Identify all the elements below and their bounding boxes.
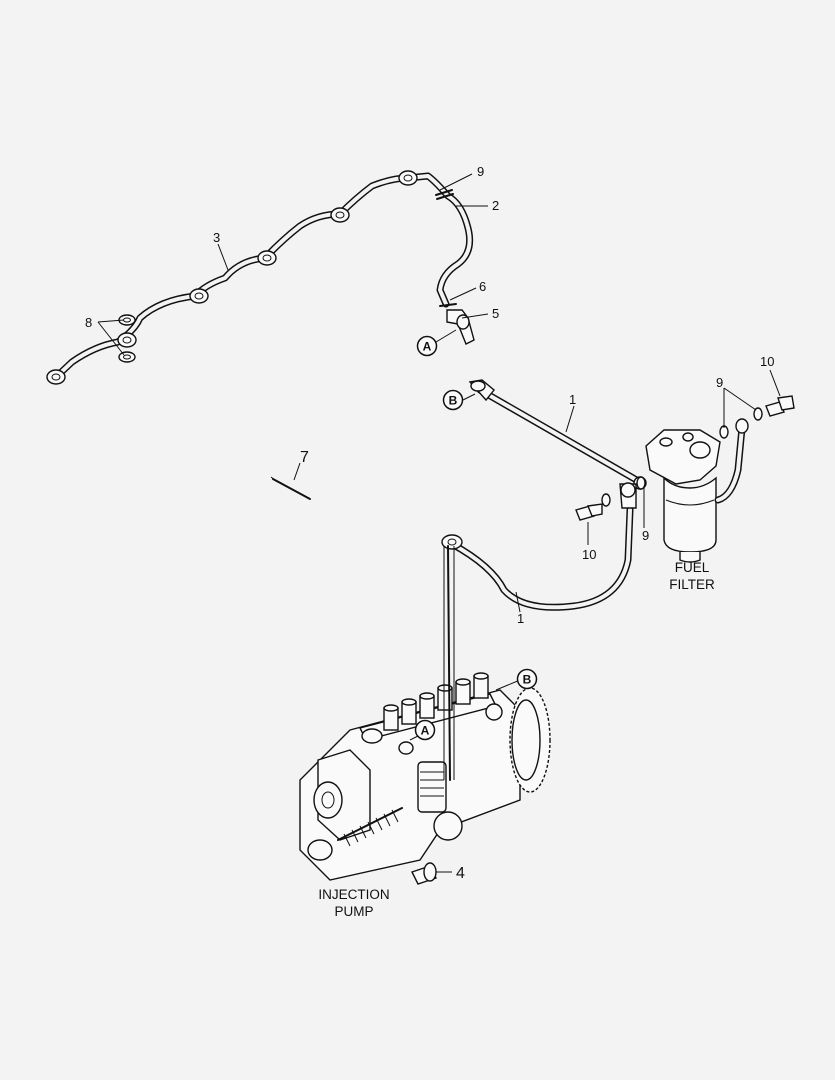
- clip-tie: [270, 476, 311, 500]
- part-number-6: 6: [479, 279, 486, 294]
- banjo-eye: [189, 288, 209, 304]
- feed-pump: [417, 761, 463, 841]
- fuel-line-right: [714, 418, 749, 504]
- part-number-2: 2: [492, 198, 499, 213]
- feed-pipe-riser: [447, 545, 451, 781]
- callout-a-top: A: [416, 335, 438, 357]
- part-number-9-right: 9: [716, 375, 723, 390]
- leader-lines: [97, 173, 781, 873]
- callout-b-top-letter: B: [449, 394, 458, 408]
- part-number-1-lower: 1: [517, 611, 524, 626]
- part-number-10-left: 10: [582, 547, 596, 562]
- part-number-10-right: 10: [760, 354, 774, 369]
- part-number-3: 3: [213, 230, 220, 245]
- hose-clamp: [439, 303, 457, 307]
- callout-b-pump-letter: B: [523, 673, 532, 687]
- sealing-washer: [118, 351, 136, 363]
- callout-a-pump-letter: A: [421, 724, 430, 738]
- fuel-filter-label-line2: FILTER: [669, 577, 715, 592]
- part-number-1-upper: 1: [569, 392, 576, 407]
- part-number-9-top: 9: [477, 164, 484, 179]
- banjo-eye: [398, 170, 418, 186]
- injection-pump-label-line2: PUMP: [334, 904, 373, 919]
- delivery-valve: [473, 672, 489, 699]
- governor-housing: [307, 749, 371, 861]
- banjo-eye: [117, 332, 137, 348]
- delivery-valve: [419, 692, 435, 719]
- washer-pair-middle: [601, 476, 646, 507]
- hose-clamp: [435, 189, 454, 200]
- callout-b-pump: B: [516, 668, 538, 690]
- part-number-9-middle: 9: [642, 528, 649, 543]
- delivery-valve: [455, 678, 471, 705]
- leak-off-pipe: [46, 170, 475, 385]
- injection-pump: [299, 545, 551, 881]
- callout-b-top: B: [442, 389, 464, 411]
- fuel-filter: [645, 429, 721, 563]
- banjo-eye: [257, 250, 277, 266]
- part-number-5: 5: [492, 306, 499, 321]
- delivery-valve: [401, 698, 417, 725]
- callout-a-pump: A: [414, 719, 436, 741]
- injection-pump-label-line1: INJECTION: [318, 887, 389, 902]
- control-rod: [337, 807, 403, 841]
- fuel-filter-label-line1: FUEL: [675, 560, 710, 575]
- part-number-8: 8: [85, 315, 92, 330]
- callout-a-top-letter: A: [423, 340, 432, 354]
- banjo-bolt-left: [575, 503, 603, 521]
- connector-fitting: [446, 309, 475, 345]
- fuel-line-upper: [468, 379, 647, 490]
- delivery-valve: [383, 704, 399, 731]
- washer-pair-right: [719, 407, 763, 439]
- banjo-eye: [330, 207, 350, 223]
- inlet-connector: [411, 862, 437, 885]
- fuel-line-lower: [441, 482, 637, 611]
- banjo-bolt-right: [765, 395, 795, 417]
- banjo-eye: [46, 369, 66, 385]
- part-number-4: 4: [456, 865, 465, 882]
- part-number-7: 7: [300, 449, 309, 466]
- drive-gear: [509, 687, 551, 793]
